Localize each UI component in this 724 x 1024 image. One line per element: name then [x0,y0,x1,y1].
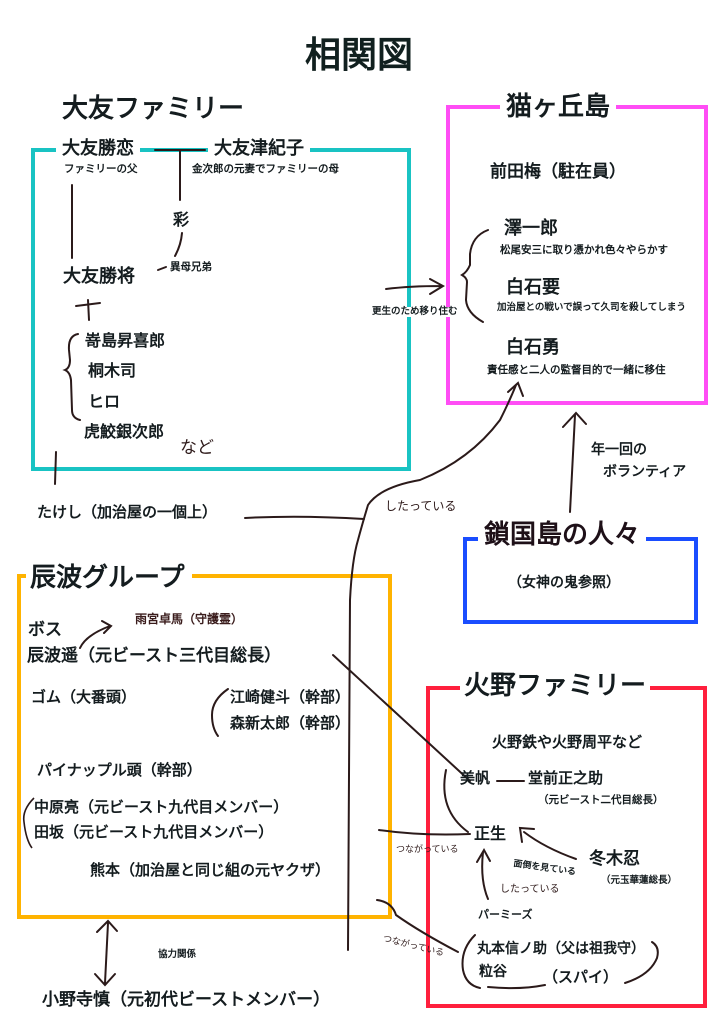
shitatteiru-label-1: したっている [385,499,457,513]
plus-mark [75,299,101,321]
otomo-member-4: 虎鮫銀次郎 [84,422,165,441]
otomo-father-name: 大友勝恋 [56,140,140,158]
tatsunami-boss: 辰波遥（元ビースト三代目総長） [27,646,282,666]
hino-ryuya: 粒谷 [479,964,507,980]
brace-spy-group [461,934,659,990]
nekogaoka-heading: 猫ヶ丘島 [500,94,617,120]
brace-nekogaoka [460,229,489,323]
hino-permies: パーミーズ [478,908,533,921]
nekogaoka-member-2-note: 加治屋との戦いで誤って久司を殺してしまう [497,302,686,313]
sakoku-note: （女神の鬼参照） [508,575,620,591]
hino-domae-note: （元ビースト二代目総長） [538,794,664,806]
tatsunami-group-box [17,574,392,919]
hino-heading: 火野ファミリー [460,673,651,699]
hino-miho: 美帆 [460,769,491,787]
otomo-etc-handwritten: など [180,438,214,458]
line-boss-miho [332,654,471,782]
tatsunami-tasaka: 田坂（元ビースト九代目メンバー） [34,823,274,841]
nekogaoka-member-1-note: 松尾安三に取り憑かれ色々やらかす [500,244,668,256]
brace-otomo-members [62,333,81,421]
hino-members-note: 火野鉄や火野周平など [492,733,643,751]
nekogaoka-member-2-name: 白石要 [506,277,560,298]
otomo-member-1: 嵜島昇喜郎 [85,331,166,350]
tatsunami-guardian: 雨宮卓馬（守護霊） [135,612,244,626]
hino-fuyuki-note: （元玉華蓮総長） [601,875,678,886]
nekogaoka-member-1-name: 澤一郎 [504,218,558,239]
otomo-heading: 大友ファミリー [62,94,245,124]
tatsunami-heading: 辰波グループ [26,565,193,591]
onodera: 小野寺慎（元初代ビーストメンバー） [42,990,331,1010]
brace-kanbu [210,688,229,737]
tatsunami-nakahara: 中原亮（元ビースト九代目メンバー） [34,798,289,816]
page-title: 相関図 [305,35,414,76]
line-miho-masao [443,769,469,833]
otomo-son: 大友勝将 [63,266,135,287]
otomo-member-3: ヒロ [88,392,121,411]
tatsunami-ezaki: 江崎健斗（幹部） [230,688,351,706]
otomo-half-sibling-note: 異母兄弟 [170,261,212,273]
sakoku-heading: 鎖国島の人々 [478,522,647,548]
otomo-mother-name: 大友津紀子 [208,140,310,158]
arrow-caring [518,826,577,860]
otomo-mother-note: 金次郎の元妻でファミリーの母 [192,163,339,175]
hino-spy: （スパイ） [543,968,619,986]
takeshi: たけし（加治屋の一個上） [37,503,218,521]
cooperation-note: 協力関係 [158,949,197,960]
line-tsunagatteiru-1 [378,829,471,836]
tatsunami-pineapple: パイナップル頭（幹部） [37,761,202,779]
arrow-volunteer [562,411,587,513]
nekogaoka-member-3-name: 白石勇 [506,337,560,358]
tatsunami-boss-label: ボス [28,620,62,640]
line-shitatteiru [347,381,524,951]
nekogaoka-member-3-note: 責任感と二人の監督目的で一緒に移住 [487,364,666,376]
otomo-aya: 彩 [173,210,190,229]
line-aya-down [174,232,183,257]
otomo-member-2: 桐木司 [88,361,137,380]
nekogaoka-resident: 前田梅（駐在員） [490,162,626,182]
line-half-sibling [157,266,167,271]
move-note: 更生のため移り住む [370,306,460,317]
shitatteiru-label-2: したっている [500,884,560,895]
hino-marumoto: 丸本信ノ助（父は祖我守） [477,941,645,957]
hino-fuyuki: 冬木忍 [589,849,640,869]
arrow-cooperation [94,919,118,987]
tsunagatteiru-label-1: つながっている [396,845,459,855]
tatsunami-kumamoto: 熊本（加治屋と同じ組の元ヤクザ） [90,861,331,879]
tatsunami-gomu: ゴム（大番頭） [31,688,137,706]
hino-masao: 正生 [474,824,507,843]
arrow-permies [476,847,491,900]
otomo-father-note: ファミリーの父 [64,163,138,175]
line-takeshi [244,515,365,520]
arrow-move-to-nekogaoka [385,278,446,295]
line-tsunagatteiru-2 [376,899,459,953]
tatsunami-mori: 森新太郎（幹部） [230,714,351,732]
takeshi-link [54,451,57,485]
volunteer-note-line-1: 年一回の [591,442,647,458]
volunteer-note-line-2: ボランティア [603,464,687,480]
arrow-guardian [79,620,113,649]
hino-domae: 堂前正之助 [528,769,604,787]
